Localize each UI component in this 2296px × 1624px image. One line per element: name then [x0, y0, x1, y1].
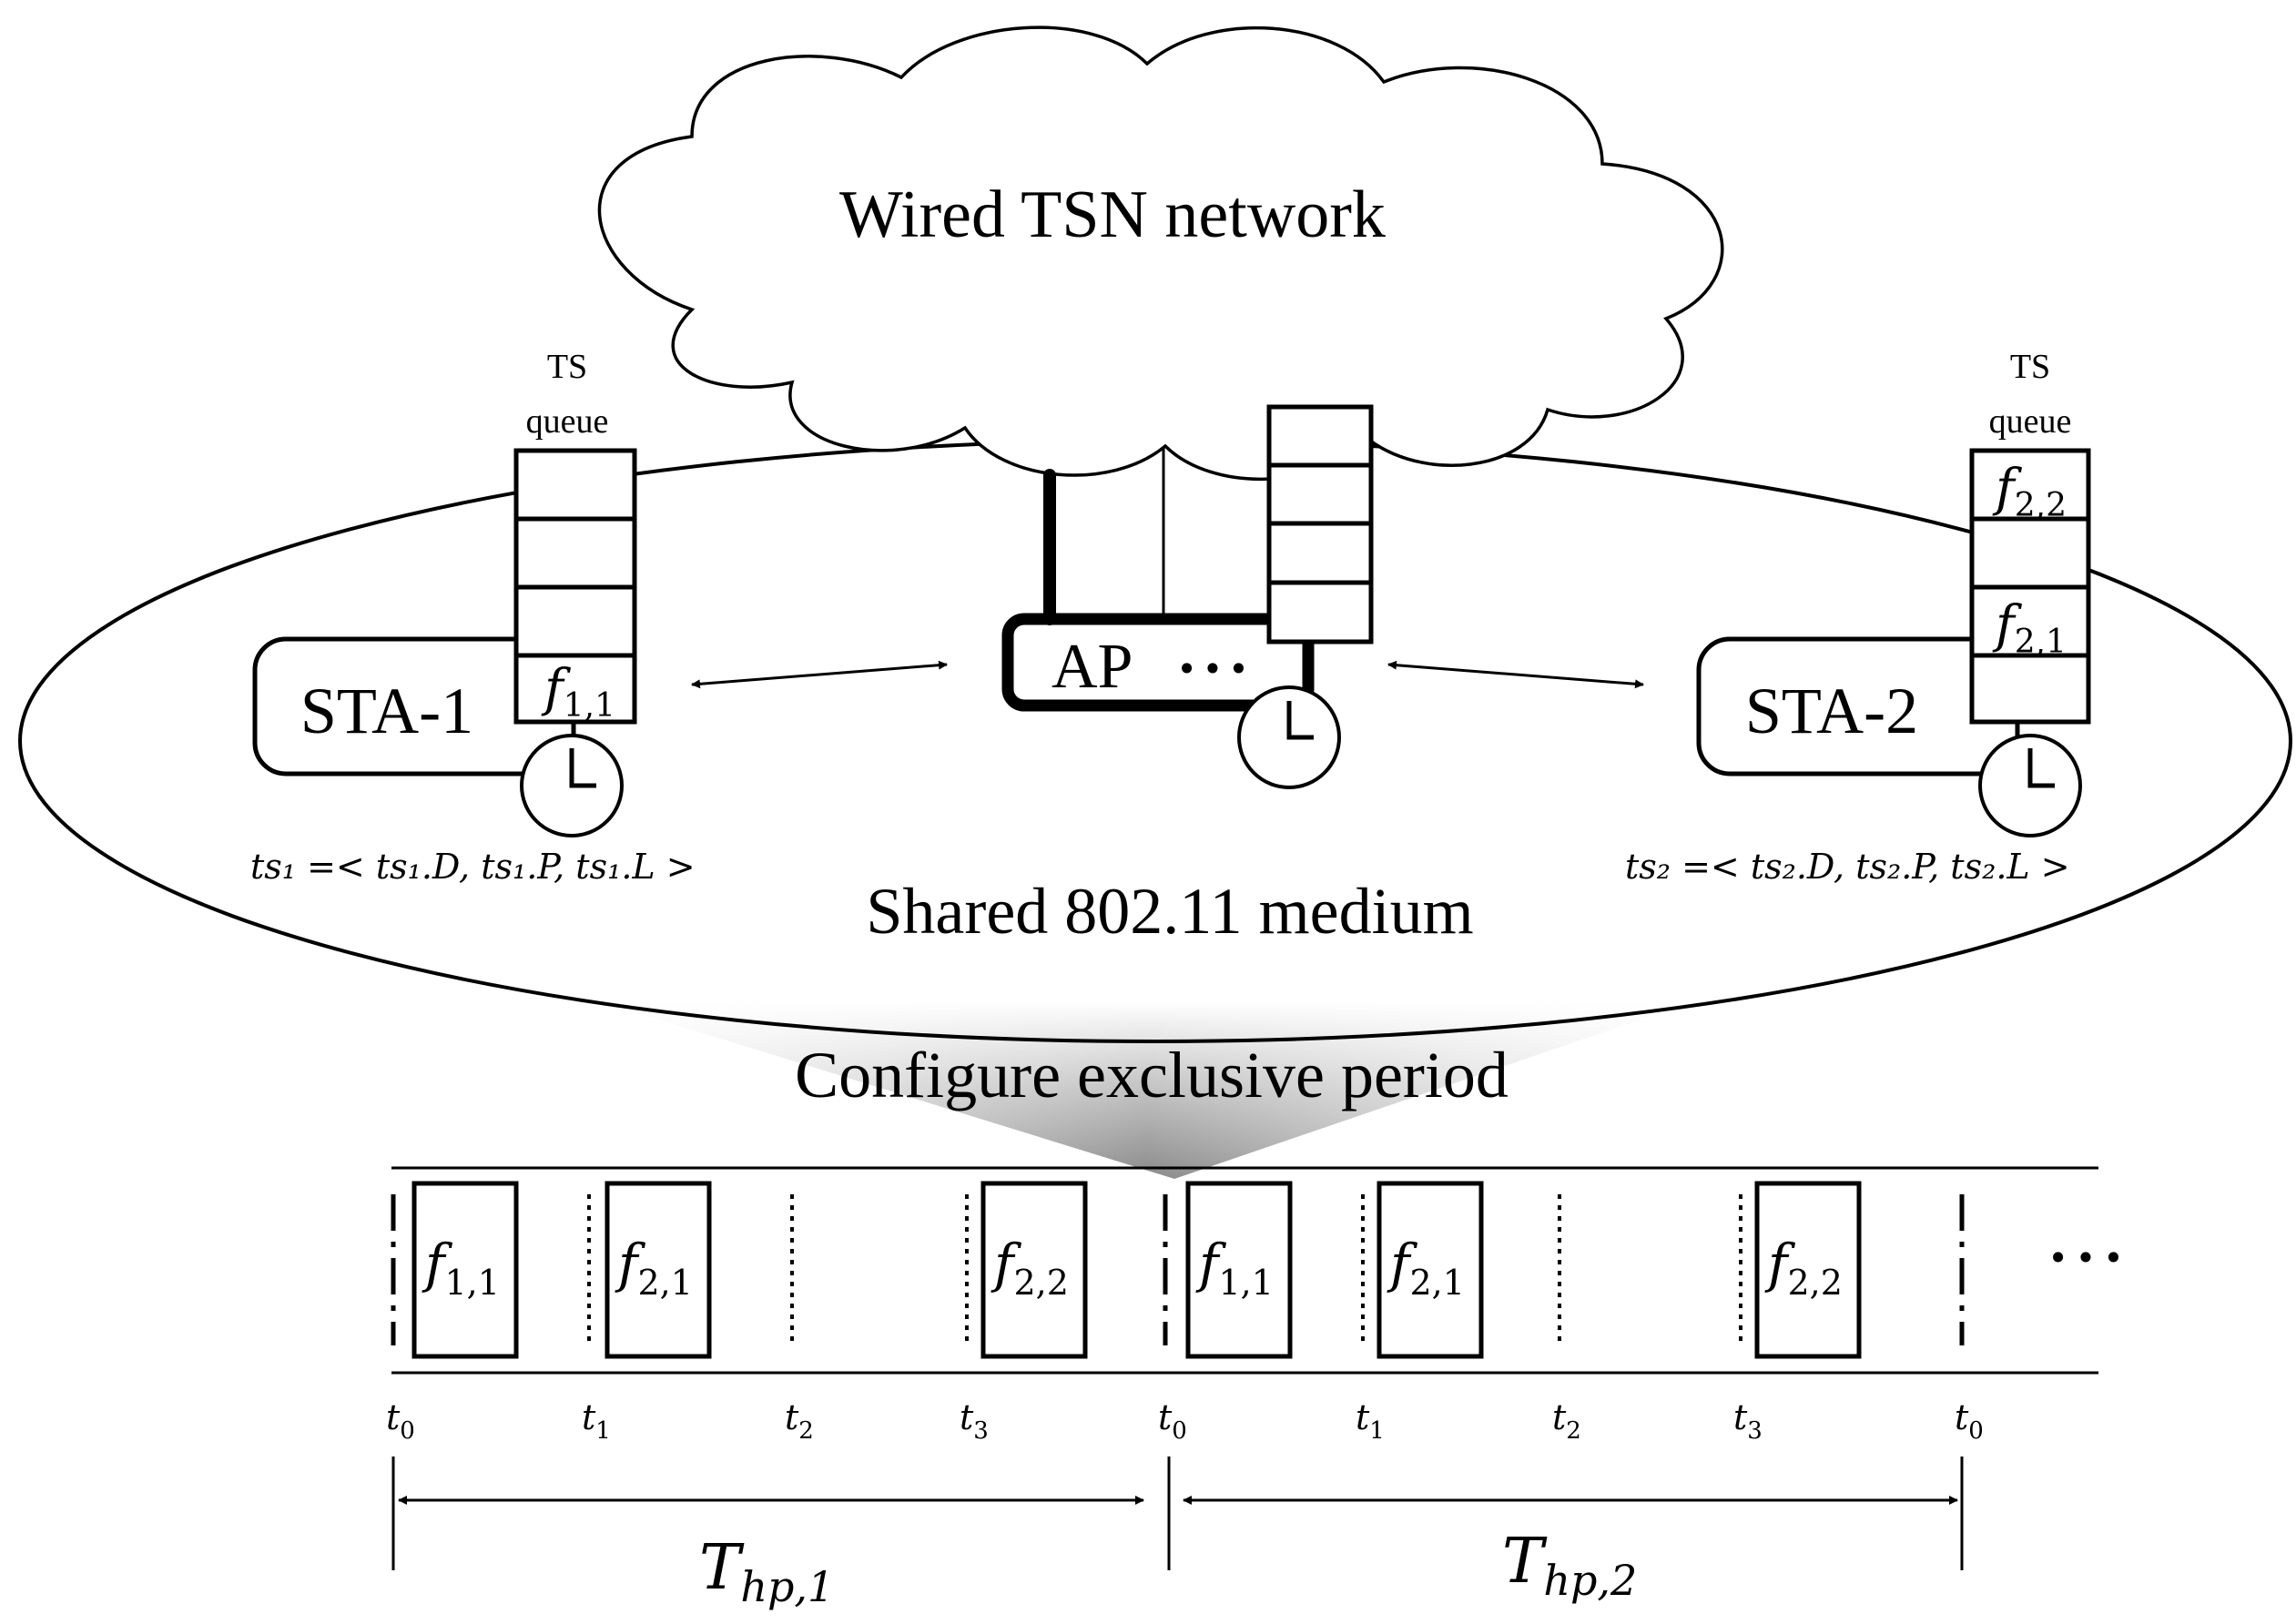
timeline-tick-label: t1: [1356, 1397, 1385, 1445]
timeline-tick-label: t0: [1955, 1397, 1984, 1445]
period-bracket-1: [391, 1457, 1144, 1570]
sta-1-ap-link-arrow: [691, 660, 948, 689]
sta-1-label: STA-1: [300, 675, 473, 747]
timeline-frame-label: f1,1: [422, 1233, 500, 1303]
timeline-ellipsis: •••: [2047, 1238, 2130, 1278]
sta-1-queue-frame: f1,1: [541, 659, 615, 725]
period-label-2: Thp,2: [1502, 1526, 1637, 1605]
period-bracket-2: [1167, 1457, 1964, 1570]
ap-sta-2-link-arrow: [1387, 660, 1644, 689]
timeline-frame-slot: [1377, 1181, 1484, 1359]
sta-1-clock-icon: [520, 734, 624, 837]
exclusive-period-funnel: [601, 1001, 1693, 1179]
timeline-frame-slot: [980, 1181, 1088, 1359]
sta-2-clock-icon: [1978, 734, 2082, 837]
wired-tsn-cloud: [597, 25, 1724, 482]
timeline-tick-label: t2: [785, 1397, 814, 1445]
sta-2-label: STA-2: [1745, 675, 1918, 747]
timeline-frame-slot: [1754, 1181, 1862, 1359]
cloud-label: Wired TSN network: [839, 178, 1386, 252]
sta-1-queue-caption-ts: TS: [547, 348, 587, 386]
timeline-frame-slot: [1185, 1181, 1293, 1359]
medium-label: Shared 802.11 medium: [866, 875, 1473, 948]
ap-clock-icon: [1237, 685, 1341, 789]
sta-1-ts-spec: ts₁ =< ts₁.D, ts₁.P, ts₁.L >: [250, 847, 696, 887]
configure-label: Configure exclusive period: [795, 1039, 1509, 1111]
timeline-tick-label: t0: [386, 1397, 415, 1445]
timeline-frame-slot: [411, 1181, 519, 1359]
timeline-tick-label: t3: [1733, 1397, 1763, 1445]
sta-1-ts-queue: [513, 448, 637, 725]
sta-2-queue-caption-queue: queue: [1989, 402, 2072, 441]
ap-label: AP: [1051, 632, 1133, 702]
ap-ts-queue: [1266, 404, 1374, 645]
timeline-tick-label: t2: [1552, 1397, 1581, 1445]
timeline-frame-slot: [604, 1181, 712, 1359]
timeline-frame-label: f2,1: [1387, 1233, 1465, 1303]
sta-2-queue-caption-ts: TS: [2010, 348, 2050, 386]
sta-1-queue-caption-queue: queue: [526, 402, 609, 441]
sta-2-ts-queue: [1969, 448, 2091, 725]
timeline-tick-label: t0: [1158, 1397, 1187, 1445]
timeline-tick-label: t1: [582, 1397, 611, 1445]
timeline-frame-label: f2,2: [991, 1233, 1069, 1303]
sta-2-ts-spec: ts₂ =< ts₂.D, ts₂.P, ts₂.L >: [1625, 847, 2070, 887]
ap-dots: •••: [1176, 649, 1254, 689]
period-label-1: Thp,1: [699, 1532, 834, 1611]
timeline-tick-label: t3: [960, 1397, 989, 1445]
ap-device: [1001, 469, 1315, 712]
